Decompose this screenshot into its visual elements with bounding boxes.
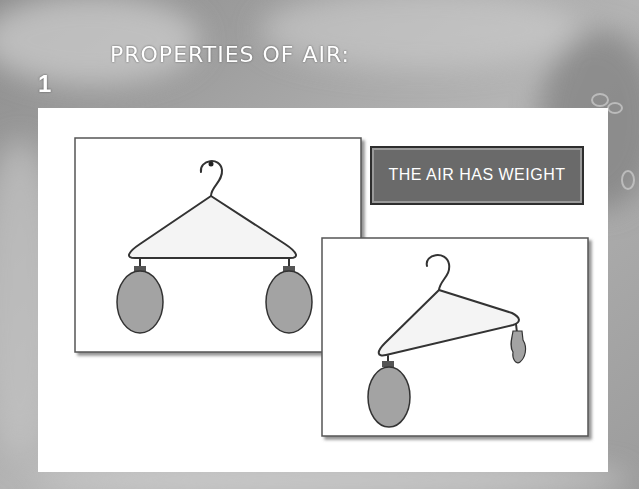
picture-frame [75, 138, 361, 352]
white-panel [38, 108, 608, 472]
statement-text: THE AIR HAS WEIGHT [388, 166, 565, 184]
hanger-hook-dot [209, 162, 214, 167]
slide-title: PROPERTIES OF AIR: [110, 42, 350, 67]
hanger-balanced [129, 161, 296, 270]
full-balloon [266, 271, 312, 333]
statement-box: THE AIR HAS WEIGHT [370, 146, 584, 205]
hanger-tilted [379, 255, 519, 365]
balloon-knot [382, 361, 394, 367]
full-balloon [117, 271, 163, 333]
full-balloon [368, 367, 410, 427]
empty-balloon [511, 331, 526, 363]
slide-number: 1 [38, 70, 51, 98]
picture-frame [322, 238, 588, 436]
